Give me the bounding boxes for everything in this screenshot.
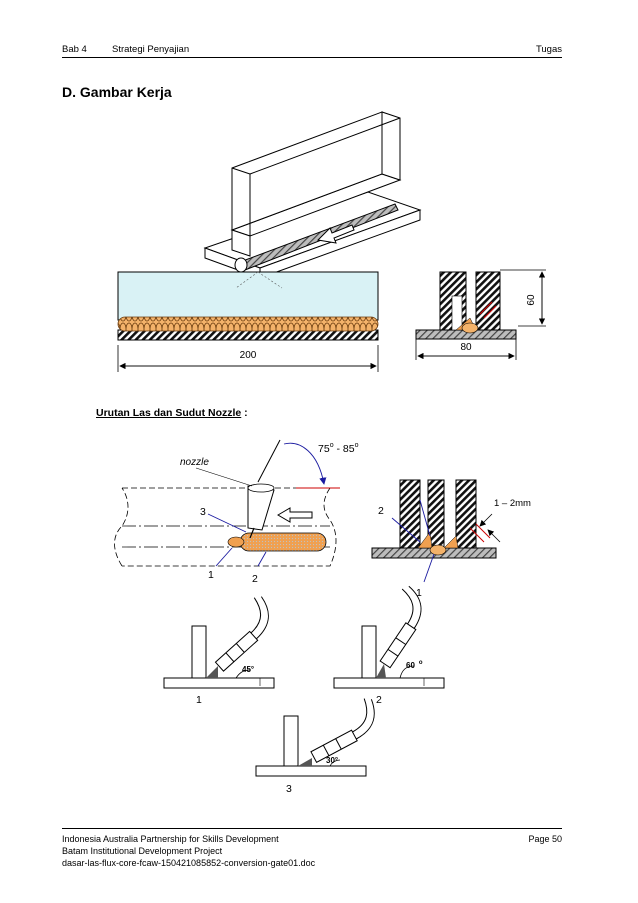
torch-label-2: 2 <box>376 694 382 706</box>
torch-angle-1-label: 45° <box>242 665 254 674</box>
tjoint-3d-view <box>203 111 422 293</box>
footer-line-2: Batam Institutional Development Project <box>62 846 223 856</box>
dim-width: 80 <box>460 342 472 353</box>
gap-seq-label-1: 1 <box>416 587 422 599</box>
page-footer: Indonesia Australia Partnership for Skil… <box>62 833 562 869</box>
seq-label-1: 1 <box>208 569 214 581</box>
nozzle-label: nozzle <box>180 457 209 468</box>
footer-line-3: dasar-las-flux-core-fcaw-150421085852-co… <box>62 858 316 868</box>
torch-angle-1: 45° <box>163 596 275 689</box>
gap-section: 2 1 1 – 2mm <box>371 479 531 599</box>
torch-label-3: 3 <box>286 783 292 795</box>
dim-height: 60 <box>526 294 537 306</box>
front-elevation: 200 <box>117 271 379 372</box>
torch-angle-3: 30° <box>255 698 375 777</box>
header-section: Strategi Penyajian <box>112 44 190 55</box>
torch-label-1: 1 <box>196 694 202 706</box>
section-title: D. Gambar Kerja <box>62 84 172 100</box>
header-rule <box>62 57 562 58</box>
weld-sequence-view: nozzle 75o - 85o 3 1 2 <box>114 439 359 585</box>
seq-label-3: 3 <box>200 506 206 518</box>
header-right: Tugas <box>535 44 562 55</box>
footer-line-1: Indonesia Australia Partnership for Skil… <box>62 834 279 844</box>
footer-rule <box>62 828 562 829</box>
page-header: Bab 4 Strategi Penyajian Tugas <box>62 44 562 58</box>
angle-range-label: 75o - 85o <box>318 442 359 455</box>
gap-seq-label-2: 2 <box>378 505 384 517</box>
footer-page: Page 50 <box>528 834 562 844</box>
header-chapter: Bab 4 <box>62 44 87 55</box>
side-section: 80 60 <box>415 269 546 360</box>
sequence-subtitle: Urutan Las dan Sudut Nozzle : <box>96 407 248 419</box>
gap-label: 1 – 2mm <box>494 498 531 509</box>
dim-length: 200 <box>240 350 257 361</box>
torch-angle-3-label: 30° <box>326 756 338 765</box>
seq-label-2: 2 <box>252 573 258 585</box>
